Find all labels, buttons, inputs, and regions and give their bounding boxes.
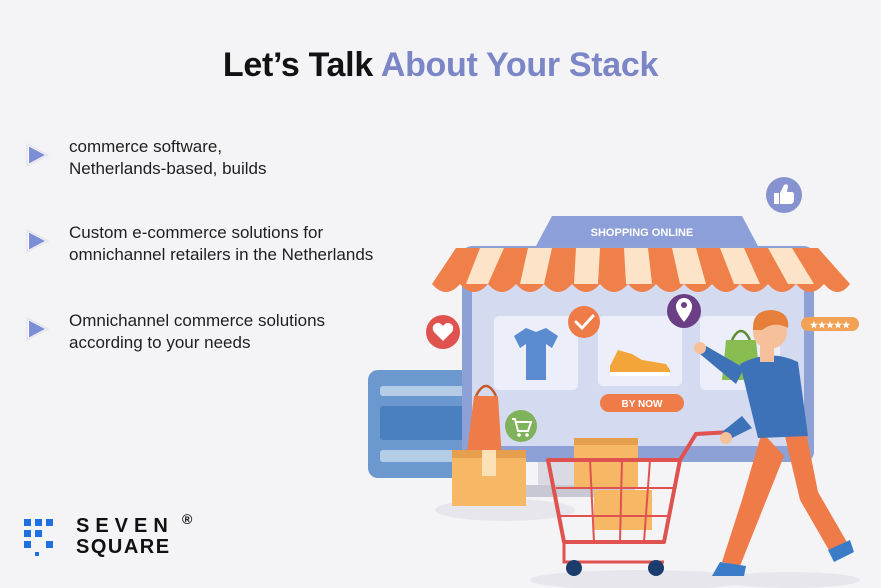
bullet-3-line-2: according to your needs xyxy=(69,333,251,352)
seven-square-logo[interactable]: SEVEN ® SQUARE xyxy=(24,511,214,559)
title-accent: About Your Stack xyxy=(380,46,659,84)
shopper-person xyxy=(694,310,854,576)
bullet-text-2: Custom e-commerce solutions for omnichan… xyxy=(69,222,449,266)
title-main: Let’s Talk xyxy=(222,46,381,84)
bullet-2-line-2: omnichannel retailers in the Netherlands xyxy=(69,245,374,264)
heart-icon xyxy=(426,315,460,349)
product-card-tshirt xyxy=(494,316,578,390)
shopping-online-illustration: BY NOW SHOPPING ONLINE xyxy=(368,177,860,588)
shopping-cart-icon xyxy=(505,410,537,442)
logo-word-seven: SEVEN xyxy=(76,515,174,537)
bullet-text-3: Omnichannel commerce solutions according… xyxy=(69,310,449,354)
bullet-3-line-1: Omnichannel commerce solutions xyxy=(69,311,326,330)
shoe-icon xyxy=(610,350,670,374)
cardboard-box xyxy=(452,450,526,506)
shopping-online-banner: SHOPPING ONLINE xyxy=(536,216,758,246)
floor-shadow xyxy=(530,570,750,588)
logo-registered-mark: ® xyxy=(182,511,193,527)
logo-mark-icon xyxy=(24,519,53,556)
page-title: Let’s Talk About Your Stack xyxy=(0,46,881,85)
play-arrow-icon xyxy=(26,229,49,253)
thumbs-up-icon xyxy=(766,177,802,213)
bullet-1-line-1: commerce software, xyxy=(69,137,223,156)
location-pin-icon xyxy=(667,294,701,328)
bullet-2-line-1: Custom e-commerce solutions for xyxy=(69,223,324,242)
product-card-shoe xyxy=(598,316,682,386)
bullet-1-line-2: Netherlands-based, builds xyxy=(69,159,267,178)
striped-awning xyxy=(432,248,850,292)
checkmark-icon xyxy=(568,306,600,338)
rating-badge: ★★★★★ xyxy=(801,317,859,331)
tshirt-icon xyxy=(514,328,558,380)
play-arrow-icon xyxy=(26,317,49,341)
logo-word-square: SQUARE xyxy=(76,536,171,558)
shopping-cart xyxy=(546,430,734,576)
play-arrow-icon xyxy=(26,143,49,167)
banner-label: SHOPPING ONLINE xyxy=(591,227,694,239)
shopping-bag-orange xyxy=(466,384,502,460)
bullet-text-1: commerce software, Netherlands-based, bu… xyxy=(69,136,449,180)
rating-stars: ★★★★★ xyxy=(810,320,851,330)
floor-shadow xyxy=(720,572,860,588)
buy-now-button[interactable]: BY NOW xyxy=(600,394,684,412)
buy-now-label: BY NOW xyxy=(622,399,663,410)
